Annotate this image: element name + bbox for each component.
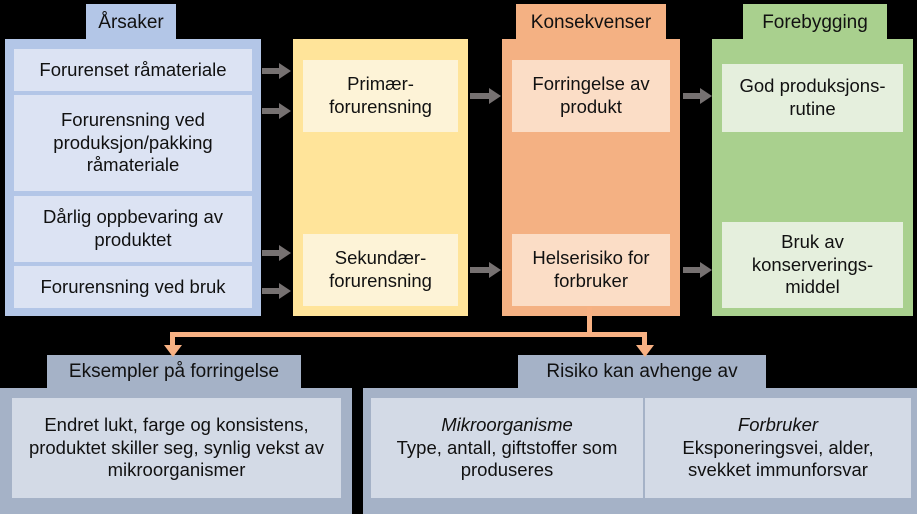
consequence-item-health-label: Helserisiko for forbruker bbox=[532, 247, 650, 291]
column-tab-label: Årsaker bbox=[98, 11, 164, 33]
cause-item-1[interactable]: Forurenset råmateriale bbox=[14, 49, 252, 91]
risk-card-consumer-body: Eksponeringsvei, alder, svekket immunfor… bbox=[682, 436, 874, 481]
branch-drop-left bbox=[170, 332, 175, 346]
cause-item-2[interactable]: Forurensning ved produksjon/pakking råma… bbox=[14, 95, 252, 191]
prevention-item-routine-label: God produksjons-rutine bbox=[739, 75, 886, 119]
branch-arrowhead-left-icon bbox=[164, 345, 182, 357]
branch-horizontal bbox=[170, 332, 647, 337]
column-tab-arsaker: Årsaker bbox=[86, 4, 176, 42]
column-tab-label: Konsekvenser bbox=[530, 11, 652, 33]
consequence-item-product-label: Forringelse av produkt bbox=[532, 73, 650, 117]
branch-stem-vertical bbox=[587, 307, 592, 335]
prevention-item-routine[interactable]: God produksjons-rutine bbox=[722, 64, 903, 132]
arrow-primary-to-product bbox=[470, 88, 501, 104]
example-card-degradation-body: Endret lukt, farge og konsistens, produk… bbox=[28, 414, 325, 481]
arrow-cause1-to-primary bbox=[262, 63, 291, 79]
arrow-health-to-preservative bbox=[683, 262, 712, 278]
panel-tab-label: Risiko kan avhenge av bbox=[546, 361, 738, 383]
risk-card-consumer-heading: Forbruker bbox=[737, 414, 819, 436]
prevention-item-preservative-label: Bruk av konserverings-middel bbox=[751, 231, 874, 298]
cause-item-4-label: Forurensning ved bruk bbox=[40, 275, 226, 297]
column-tab-label: Forebygging bbox=[762, 11, 868, 33]
arrow-cause2-to-primary bbox=[262, 103, 291, 119]
cause-item-3-label: Dårlig oppbevaring av produktet bbox=[43, 206, 223, 250]
panel-tab-eksempler: Eksempler på forringelse bbox=[47, 355, 301, 390]
risk-card-consumer[interactable]: Forbruker Eksponeringsvei, alder, svekke… bbox=[645, 398, 911, 498]
arrow-cause4-to-secondary bbox=[262, 283, 291, 299]
consequence-item-health[interactable]: Helserisiko for forbruker bbox=[512, 234, 670, 306]
risk-card-microorganism-heading: Mikroorganisme bbox=[441, 414, 573, 436]
arrow-cause3-to-secondary bbox=[262, 245, 291, 261]
panel-tab-risiko: Risiko kan avhenge av bbox=[518, 355, 766, 390]
consequence-item-product[interactable]: Forringelse av produkt bbox=[512, 60, 670, 132]
arrow-product-to-routine bbox=[683, 88, 712, 104]
branch-drop-right bbox=[642, 332, 647, 346]
contamination-item-primary[interactable]: Primær-forurensning bbox=[303, 60, 458, 132]
cause-item-1-label: Forurenset råmateriale bbox=[39, 58, 227, 80]
cause-item-2-label: Forurensning ved produksjon/pakking råma… bbox=[53, 109, 213, 176]
cause-item-3[interactable]: Dårlig oppbevaring av produktet bbox=[14, 196, 252, 262]
risk-card-microorganism-body: Type, antall, giftstoffer som produseres bbox=[396, 436, 618, 481]
column-tab-forebygging: Forebygging bbox=[743, 4, 887, 42]
panel-tab-label: Eksempler på forringelse bbox=[68, 361, 280, 383]
column-tab-konsekvenser: Konsekvenser bbox=[516, 4, 666, 42]
cause-item-4[interactable]: Forurensning ved bruk bbox=[14, 266, 252, 308]
contamination-item-primary-label: Primær-forurensning bbox=[329, 73, 432, 117]
contamination-item-secondary-label: Sekundær-forurensning bbox=[329, 247, 432, 291]
arrow-secondary-to-health bbox=[470, 262, 501, 278]
contamination-item-secondary[interactable]: Sekundær-forurensning bbox=[303, 234, 458, 306]
prevention-item-preservative[interactable]: Bruk av konserverings-middel bbox=[722, 222, 903, 308]
branch-arrowhead-right-icon bbox=[636, 345, 654, 357]
example-card-degradation[interactable]: Endret lukt, farge og konsistens, produk… bbox=[12, 398, 341, 498]
risk-card-microorganism[interactable]: Mikroorganisme Type, antall, giftstoffer… bbox=[371, 398, 643, 498]
